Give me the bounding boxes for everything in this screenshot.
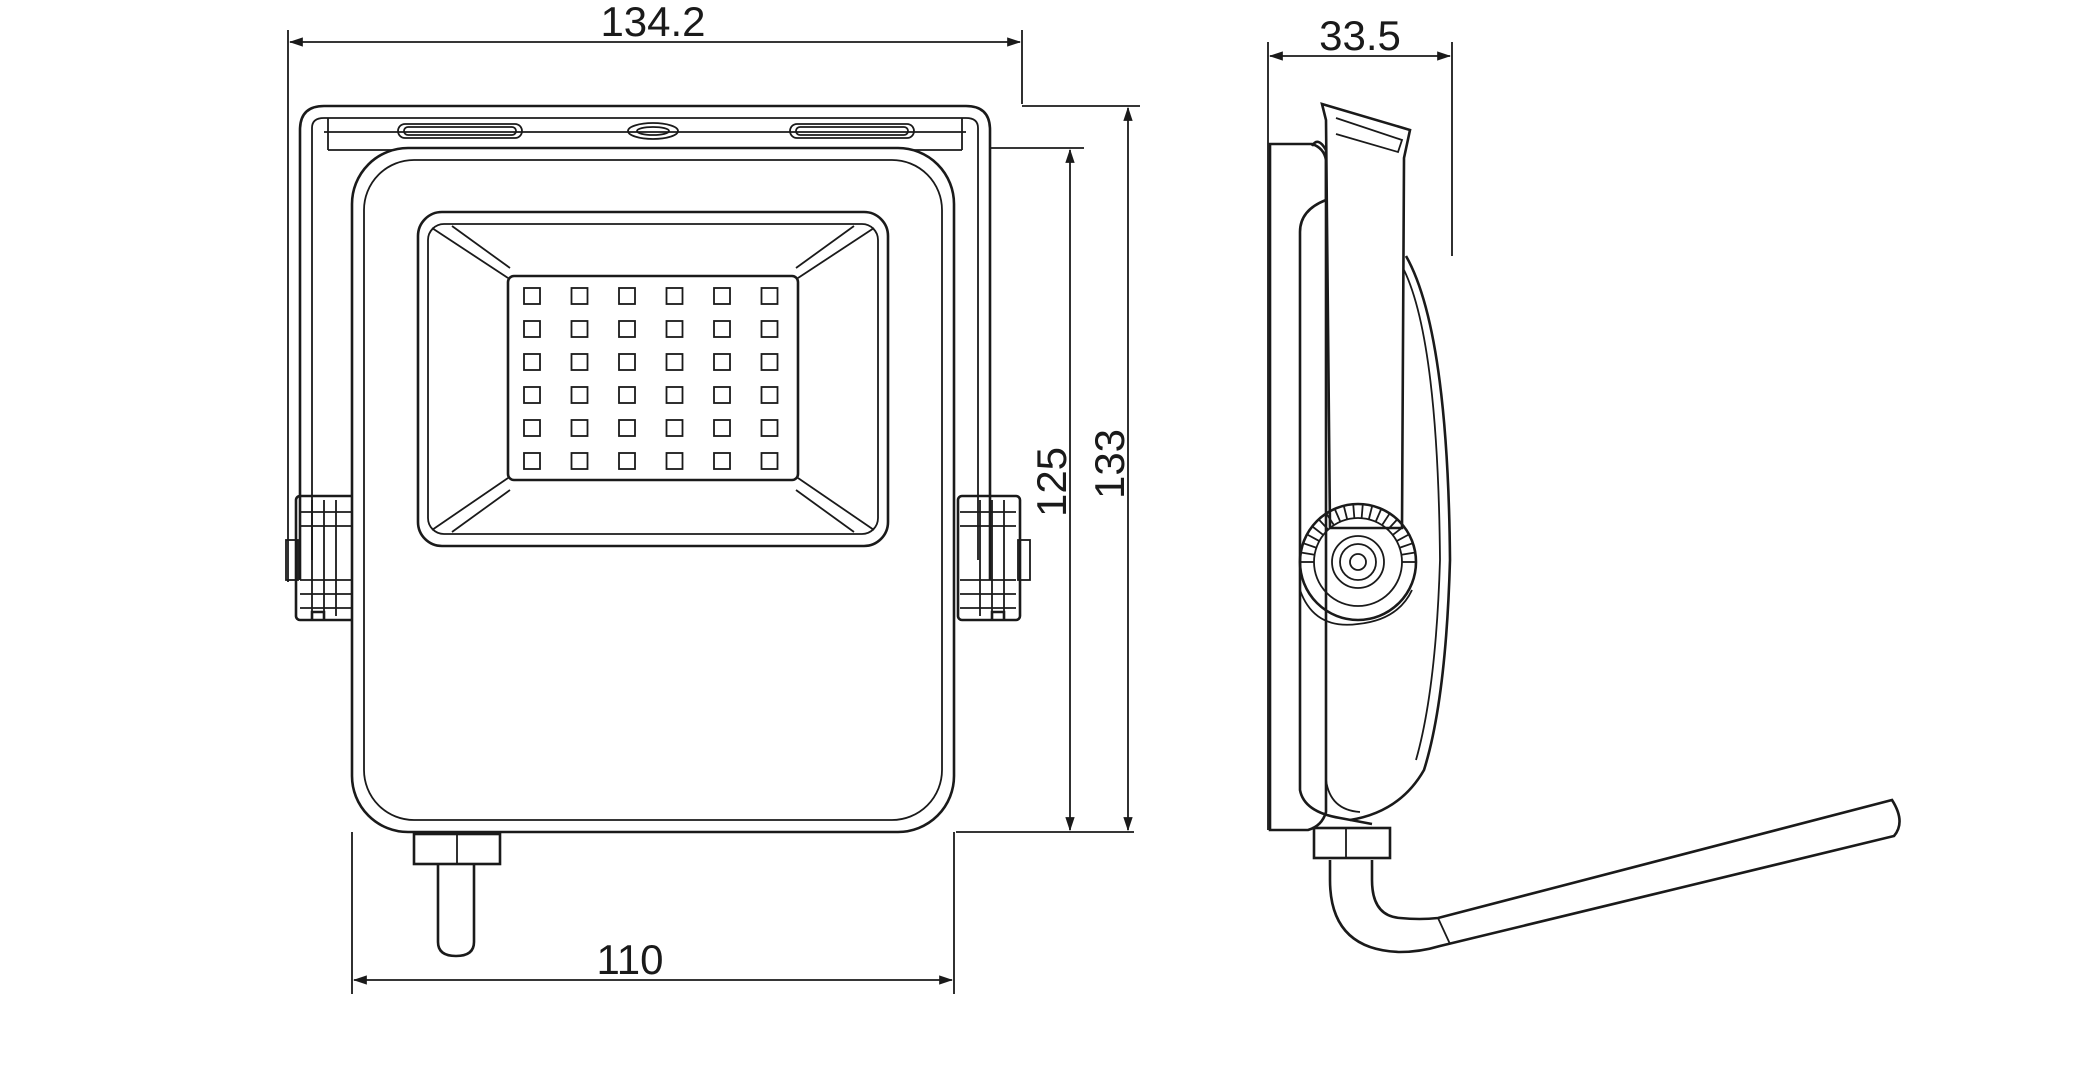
mounting-hole-center [627,122,679,140]
side-dimensions: 33.5 [1267,12,1453,830]
knob-tooth [1318,518,1329,531]
adjustment-knob-right [956,494,1031,622]
cable-gland [412,832,502,866]
led-window [416,210,890,548]
knob-tooth [1381,512,1391,526]
led-chip [760,320,779,338]
led-chip [618,320,636,338]
led-chip [665,419,684,437]
mounting-slot-left [397,123,523,139]
side-adjustment-knob [1298,502,1418,626]
led-chip [618,419,636,437]
led-chip [618,353,636,371]
led-chip [760,287,779,305]
led-chip [665,320,684,338]
led-array [523,287,779,470]
led-chip [570,287,589,305]
led-chip [570,386,589,404]
led-chip [618,386,636,404]
lamp-housing [350,146,956,834]
knob-tooth [1367,505,1374,520]
knob-tooth [1342,505,1349,520]
led-chip [760,452,779,470]
led-chip [523,287,541,305]
front-view [285,104,1031,958]
led-chip [570,353,589,371]
knob-tooth [1401,551,1416,556]
knob-tooth [1374,508,1383,523]
adjustment-knob-left [285,494,360,622]
knob-tooth [1306,533,1320,542]
dimension-housing-width: 110 [597,936,664,983]
knob-tooth [1399,542,1414,549]
led-chip [523,386,541,404]
mounting-slot-right [789,123,915,139]
led-chip [713,386,731,404]
knob-tooth [1392,525,1405,536]
led-chip [665,386,684,404]
led-chip [713,320,731,338]
dimension-overall-height: 133 [1086,429,1133,499]
knob-tooth [1396,533,1410,542]
led-chip [713,452,731,470]
knob-tooth [1302,542,1317,549]
front-dimensions: 134.2 110 125 133 [287,0,1140,994]
dimension-housing-height: 125 [1028,447,1075,517]
knob-tooth [1311,525,1324,536]
led-chip [523,419,541,437]
knob-tooth [1387,518,1398,531]
led-chip [570,320,589,338]
dimension-depth: 33.5 [1319,12,1401,59]
knob-tooth [1352,504,1356,519]
knob-tooth [1360,504,1364,519]
dimension-overall-width: 134.2 [600,0,705,45]
led-chip [523,353,541,371]
led-chip [523,452,541,470]
led-chip [570,419,589,437]
side-view [1268,102,1901,954]
led-chip [618,452,636,470]
led-chip [713,419,731,437]
led-chip [760,386,779,404]
power-cable-side [1328,798,1901,954]
knob-tooth [1325,512,1335,526]
led-chip [570,452,589,470]
led-chip [713,287,731,305]
led-chip [760,353,779,371]
knob-tooth [1333,508,1342,523]
led-chip [760,419,779,437]
power-cable-front [436,864,476,958]
led-chip [665,452,684,470]
led-chip [665,353,684,371]
led-chip [713,353,731,371]
led-chip [618,287,636,305]
led-chip [665,287,684,305]
led-chip [523,320,541,338]
side-cable-gland [1312,826,1392,860]
knob-tooth [1300,551,1315,556]
